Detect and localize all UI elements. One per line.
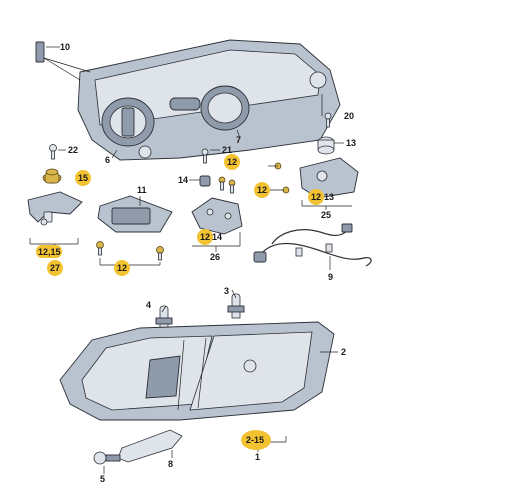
bracket-part-27 <box>27 191 83 258</box>
bulb-part-5 <box>93 451 121 474</box>
label-12-c: 12 <box>311 192 321 202</box>
badge-12-c <box>308 189 324 205</box>
label-9: 9 <box>328 272 333 282</box>
label-8: 8 <box>168 459 173 469</box>
label-10: 10 <box>60 42 70 52</box>
badge-12-15 <box>36 245 62 258</box>
label-14: 14 <box>178 175 188 185</box>
label-12-a: 12 <box>227 157 237 167</box>
motor-part-13 <box>317 112 335 155</box>
screw-part-22 <box>49 144 66 160</box>
cover-part-26 <box>191 197 243 252</box>
label-12-15: 12,15 <box>38 247 61 257</box>
label-2: 2 <box>341 347 346 357</box>
headlight-housing-rear <box>77 39 341 161</box>
label-27: 27 <box>50 263 60 273</box>
label-13: 13 <box>346 138 356 148</box>
label-2-15: 2-15 <box>246 435 264 445</box>
label-6: 6 <box>105 155 110 165</box>
cover-part-8 <box>117 429 183 463</box>
label-25: 25 <box>321 210 331 220</box>
label-13-b: 13 <box>324 192 334 202</box>
screws-part-12-lower <box>96 241 164 266</box>
cap-part-15 <box>42 168 62 184</box>
badge-12-d <box>197 229 213 245</box>
label-5: 5 <box>100 474 105 484</box>
headlight-assembly-part-1 <box>59 321 338 452</box>
highlight-badges <box>36 154 324 450</box>
label-14-b: 14 <box>212 232 222 242</box>
badge-15 <box>75 170 91 186</box>
label-12-d: 12 <box>200 232 210 242</box>
badge-12-a <box>224 154 240 170</box>
label-7: 7 <box>236 135 241 145</box>
label-1: 1 <box>255 452 260 462</box>
label-4: 4 <box>146 300 151 310</box>
label-12-b: 12 <box>257 185 267 195</box>
label-11: 11 <box>137 185 147 195</box>
label-12-e: 12 <box>117 263 127 273</box>
badge-12-e <box>114 260 130 276</box>
label-22: 22 <box>68 145 78 155</box>
label-15: 15 <box>78 173 88 183</box>
badge-2-15 <box>241 430 271 450</box>
badge-12-b <box>254 182 270 198</box>
label-26: 26 <box>210 252 220 262</box>
badge-27 <box>47 260 63 276</box>
label-3: 3 <box>224 286 229 296</box>
callout-labels: 10 22 15 6 11 14 21 12 7 20 13 12 12 13 … <box>38 42 356 484</box>
label-20: 20 <box>344 111 354 121</box>
bulb-part-3 <box>227 293 245 319</box>
hardware-part-14-12 <box>199 148 236 194</box>
control-unit-part-11 <box>97 195 173 233</box>
label-21: 21 <box>222 145 232 155</box>
clip-part-10 <box>35 41 91 81</box>
wiring-harness-part-9 <box>253 223 372 270</box>
actuator-part-25 <box>274 157 359 210</box>
